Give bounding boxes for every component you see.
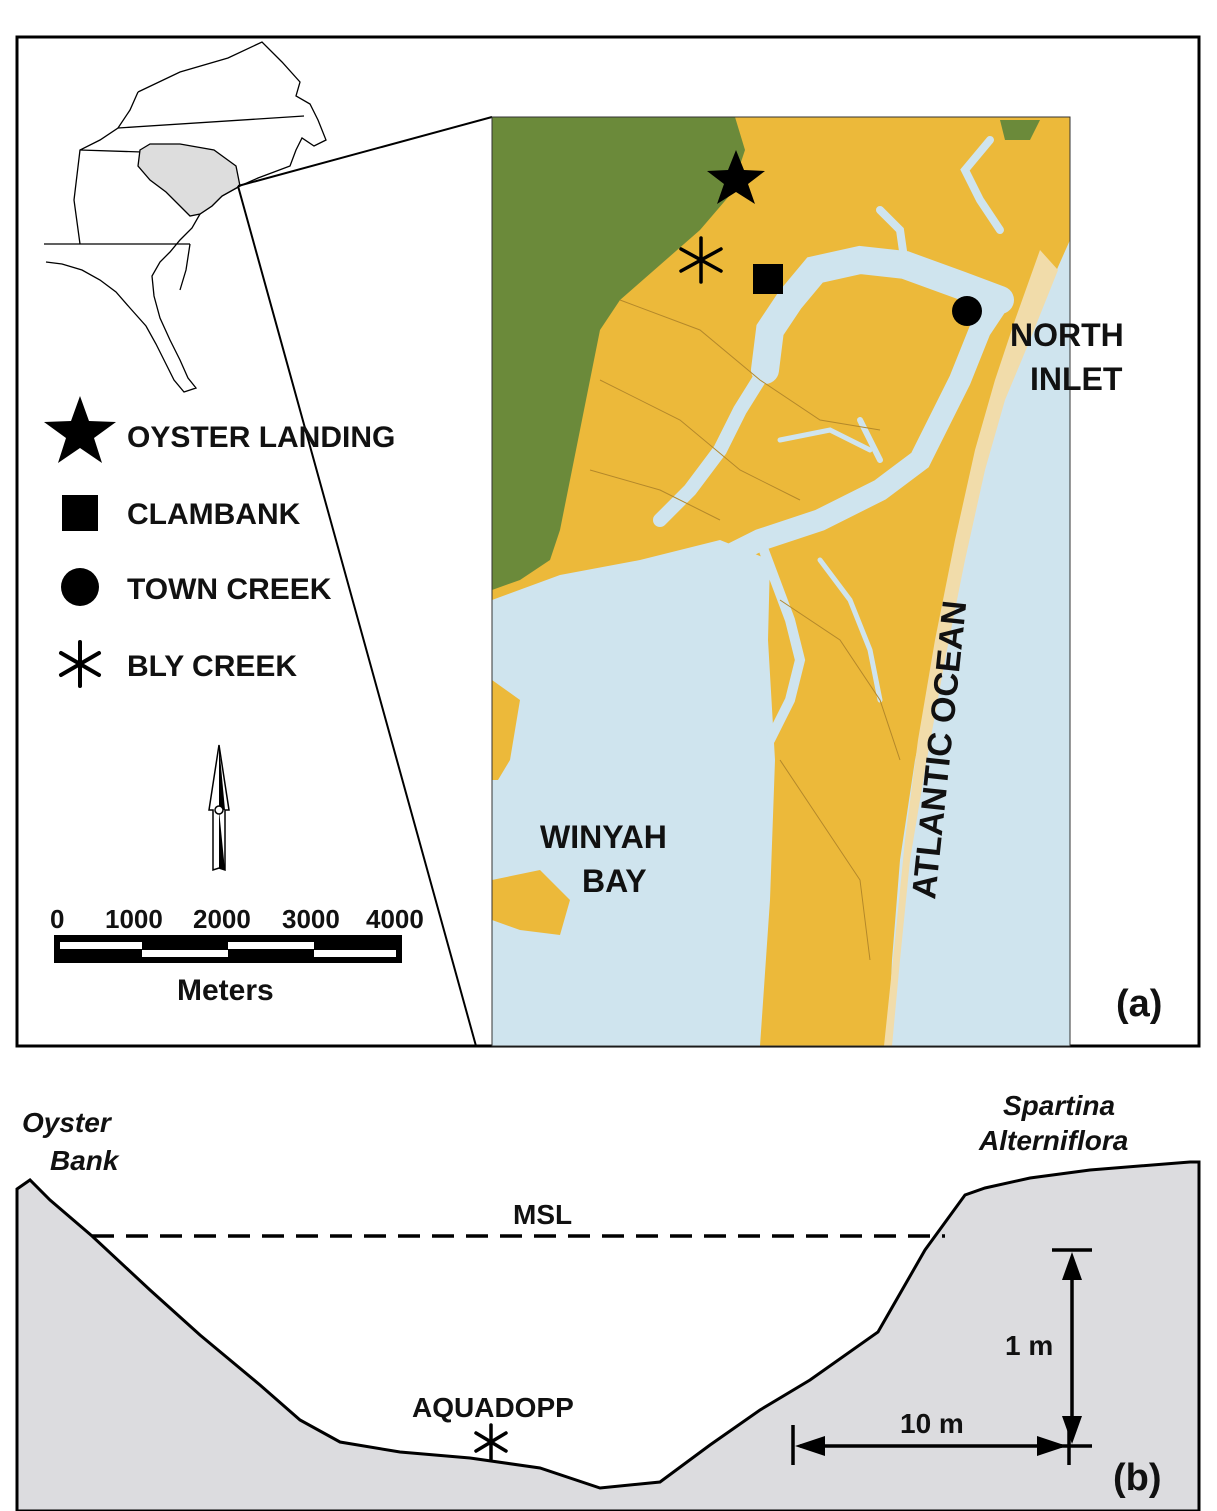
- panel-a-label: (a): [1116, 983, 1162, 1025]
- oyster-landing-marker: [707, 150, 765, 204]
- marsh-contours: [589, 299, 901, 961]
- legend-asterisk-icon: [59, 640, 101, 688]
- scale-tick-4000: 4000: [366, 904, 424, 934]
- tidal-creeks: [589, 136, 1014, 745]
- inset-border-3: [79, 149, 143, 153]
- panel-b-label: (b): [1113, 1457, 1162, 1499]
- legend-star-icon: [44, 396, 116, 463]
- scale-tick-3000: 3000: [282, 904, 340, 934]
- north-inlet-label-2: INLET: [1030, 361, 1123, 397]
- legend: OYSTER LANDING CLAMBANK TOWN CREEK BLY C…: [44, 396, 395, 688]
- inset-border-1: [73, 91, 139, 245]
- town-creek-marker: [952, 296, 982, 326]
- scale-unit-label: Meters: [177, 974, 274, 1007]
- spartina-label-1: Spartina: [1003, 1090, 1115, 1121]
- legend-clambank-label: CLAMBANK: [127, 498, 301, 531]
- panel-b: MSL Oyster Bank Spartina Alterniflora AQ…: [15, 1090, 1201, 1511]
- legend-town-creek-label: TOWN CREEK: [127, 573, 332, 606]
- upland-area: [492, 117, 745, 590]
- legend-oyster-landing-label: OYSTER LANDING: [127, 421, 395, 454]
- horizontal-scale-arrow: [791, 1425, 1071, 1465]
- locator-inset-map: [44, 41, 327, 393]
- aquadopp-asterisk-icon: [474, 1423, 508, 1461]
- inset-border-2: [117, 115, 305, 129]
- marsh-area: [492, 117, 1070, 1046]
- marsh-island-2: [492, 870, 570, 935]
- inset-border-5: [179, 243, 191, 291]
- spartina-label-2: Alterniflora: [978, 1125, 1128, 1156]
- bly-creek-marker: [679, 236, 723, 284]
- scale-tick-2000: 2000: [193, 904, 251, 934]
- msl-label: MSL: [513, 1199, 572, 1230]
- vertical-scale-arrow: [1052, 1248, 1092, 1448]
- north-inlet-label-1: NORTH: [1010, 317, 1124, 353]
- vertical-scale-label: 1 m: [1005, 1330, 1053, 1361]
- winyah-bay-label-2: BAY: [582, 863, 647, 899]
- marsh-island-1: [492, 680, 520, 780]
- winyah-bay-label-1: WINYAH: [540, 819, 667, 855]
- inset-zoom-lines: [237, 116, 493, 1047]
- site-markers: [679, 150, 982, 326]
- oyster-bank-label-2: Bank: [50, 1145, 120, 1176]
- scale-tick-1000: 1000: [105, 904, 163, 934]
- legend-square-icon: [62, 495, 98, 531]
- inset-coastline: [45, 41, 327, 393]
- north-arrow-icon: [208, 744, 230, 872]
- study-area-map: [492, 117, 1070, 1046]
- legend-bly-creek-label: BLY CREEK: [127, 650, 297, 683]
- horizontal-scale-label: 10 m: [900, 1408, 964, 1439]
- oyster-bank-label-1: Oyster: [22, 1107, 113, 1138]
- clambank-marker: [753, 264, 783, 294]
- scale-bar: 0 1000 2000 3000 4000 Meters: [50, 904, 424, 1007]
- upland-patch: [1000, 120, 1040, 140]
- scale-tick-0: 0: [50, 904, 64, 934]
- channel-cross-section: [15, 1160, 1201, 1511]
- panel-a: NORTH INLET WINYAH BAY ATLANTIC OCEAN OY…: [15, 35, 1201, 1048]
- legend-circle-icon: [61, 568, 99, 606]
- aquadopp-label: AQUADOPP: [412, 1392, 574, 1423]
- inset-state-sc: [137, 143, 241, 217]
- study-area-map-border: [491, 116, 1071, 1047]
